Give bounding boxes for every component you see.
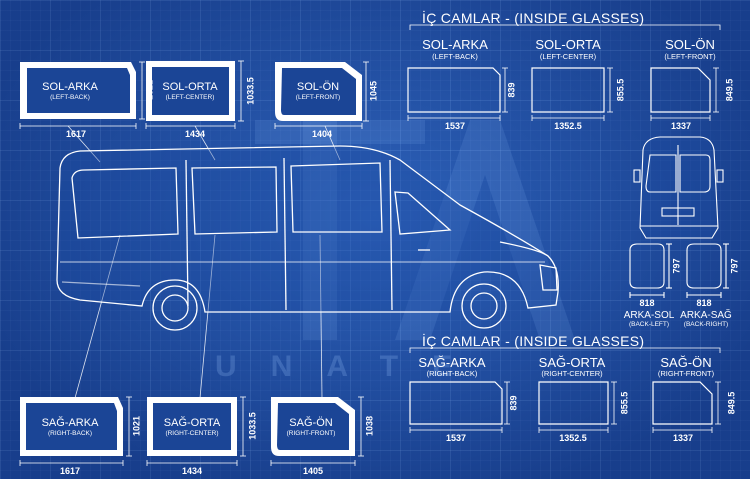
back-right-height: 797 bbox=[729, 258, 740, 274]
outer-right-front-height: 1038 bbox=[364, 415, 375, 437]
outer-left-front-width: 1404 bbox=[311, 129, 333, 139]
back-left-width: 818 bbox=[639, 298, 655, 308]
outer-right-center-width: 1434 bbox=[181, 466, 203, 476]
back-left-sub: (BACK-LEFT) bbox=[628, 321, 670, 328]
inner-right-front-name: SAĞ-ÖN bbox=[660, 355, 712, 370]
inner-left-center-sub: (LEFT-CENTER) bbox=[539, 52, 597, 61]
outer-left-back-name: SOL-ARKA bbox=[42, 81, 98, 93]
van-rear-view bbox=[633, 136, 724, 239]
inside-glasses-heading-top: İÇ CAMLAR - (INSIDE GLASSES) bbox=[422, 10, 645, 26]
van-side-view bbox=[56, 145, 559, 331]
inner-left-front-name: SOL-ÖN bbox=[665, 37, 715, 52]
inner-right-front-height: 849.5 bbox=[726, 391, 737, 415]
back-right-width: 818 bbox=[696, 298, 712, 308]
outer-right-front-sub: (RIGHT-FRONT) bbox=[286, 430, 336, 437]
inner-right-front-width: 1337 bbox=[672, 433, 694, 443]
inner-left-back-name: SOL-ARKA bbox=[422, 37, 488, 52]
inner-right-dimension-lines bbox=[409, 381, 721, 433]
outer-right-back-width: 1617 bbox=[59, 466, 81, 476]
outer-right-center-name: SAĞ-ORTA bbox=[163, 417, 221, 429]
watermark-text: UNATE bbox=[215, 350, 487, 383]
inner-right-back-width: 1537 bbox=[445, 433, 467, 443]
inner-left-back-width: 1537 bbox=[444, 121, 466, 131]
outer-left-back-height: 1021 bbox=[144, 79, 155, 101]
outer-dimension-lines bbox=[19, 60, 369, 466]
watermark-logo bbox=[255, 120, 575, 340]
inside-glasses-heading-bottom: İÇ CAMLAR - (INSIDE GLASSES) bbox=[422, 333, 645, 349]
outer-right-back-name: SAĞ-ARKA bbox=[41, 417, 99, 429]
inner-right-back-name: SAĞ-ARKA bbox=[418, 355, 486, 370]
inner-left-back-sub: (LEFT-BACK) bbox=[432, 52, 478, 61]
inner-left-panels bbox=[407, 67, 711, 113]
outer-right-front-name: SAĞ-ÖN bbox=[289, 417, 333, 429]
outer-right-center-height: 1033.5 bbox=[247, 412, 258, 440]
inner-left-dimension-lines bbox=[407, 67, 719, 121]
back-right-sub: (BACK-RIGHT) bbox=[683, 321, 729, 328]
outer-right-center-sub: (RIGHT-CENTER) bbox=[165, 430, 219, 437]
inner-left-center-width: 1352.5 bbox=[554, 121, 582, 131]
inner-right-back-sub: (RIGHT-BACK) bbox=[426, 369, 478, 378]
outer-right-back-sub: (RIGHT-BACK) bbox=[47, 430, 93, 437]
inner-right-center-sub: (RIGHT-CENTER) bbox=[541, 369, 603, 378]
outer-left-front-name: SOL-ÖN bbox=[296, 81, 340, 93]
inner-left-front-height: 849.5 bbox=[724, 78, 735, 102]
back-panels bbox=[629, 243, 729, 298]
heading-brackets bbox=[409, 24, 721, 353]
outer-right-back-height: 1021 bbox=[131, 415, 142, 437]
inner-right-center-height: 855.5 bbox=[619, 391, 630, 415]
inner-left-back-height: 839 bbox=[506, 82, 517, 98]
outer-left-front-sub: (LEFT-FRONT) bbox=[295, 94, 341, 101]
inner-right-center-width: 1352.5 bbox=[559, 433, 587, 443]
back-left-height: 797 bbox=[671, 258, 682, 274]
outer-left-center-height: 1033.5 bbox=[245, 77, 256, 105]
inner-right-center-name: SAĞ-ORTA bbox=[538, 355, 606, 370]
inner-right-back-height: 839 bbox=[508, 395, 519, 411]
inner-left-center-name: SOL-ORTA bbox=[535, 37, 601, 52]
outer-left-center-width: 1434 bbox=[184, 129, 206, 139]
outer-left-center-name: SOL-ORTA bbox=[162, 81, 218, 93]
inner-right-front-sub: (RIGHT-FRONT) bbox=[657, 369, 715, 378]
inner-left-front-sub: (LEFT-FRONT) bbox=[664, 52, 716, 61]
inner-left-center-height: 855.5 bbox=[615, 78, 626, 102]
back-left-name: ARKA-SOL bbox=[623, 310, 675, 321]
outer-right-front-width: 1405 bbox=[302, 466, 324, 476]
outer-left-front-height: 1045 bbox=[368, 80, 379, 102]
inner-right-panels bbox=[409, 381, 713, 425]
outer-right-panels bbox=[20, 397, 355, 456]
outer-left-center-sub: (LEFT-CENTER) bbox=[165, 94, 215, 101]
outer-left-back-sub: (LEFT-BACK) bbox=[50, 94, 90, 101]
back-right-name: ARKA-SAĞ bbox=[680, 310, 732, 321]
outer-left-back-width: 1617 bbox=[65, 129, 87, 139]
outer-left-panels bbox=[20, 61, 362, 121]
inner-left-front-width: 1337 bbox=[670, 121, 692, 131]
